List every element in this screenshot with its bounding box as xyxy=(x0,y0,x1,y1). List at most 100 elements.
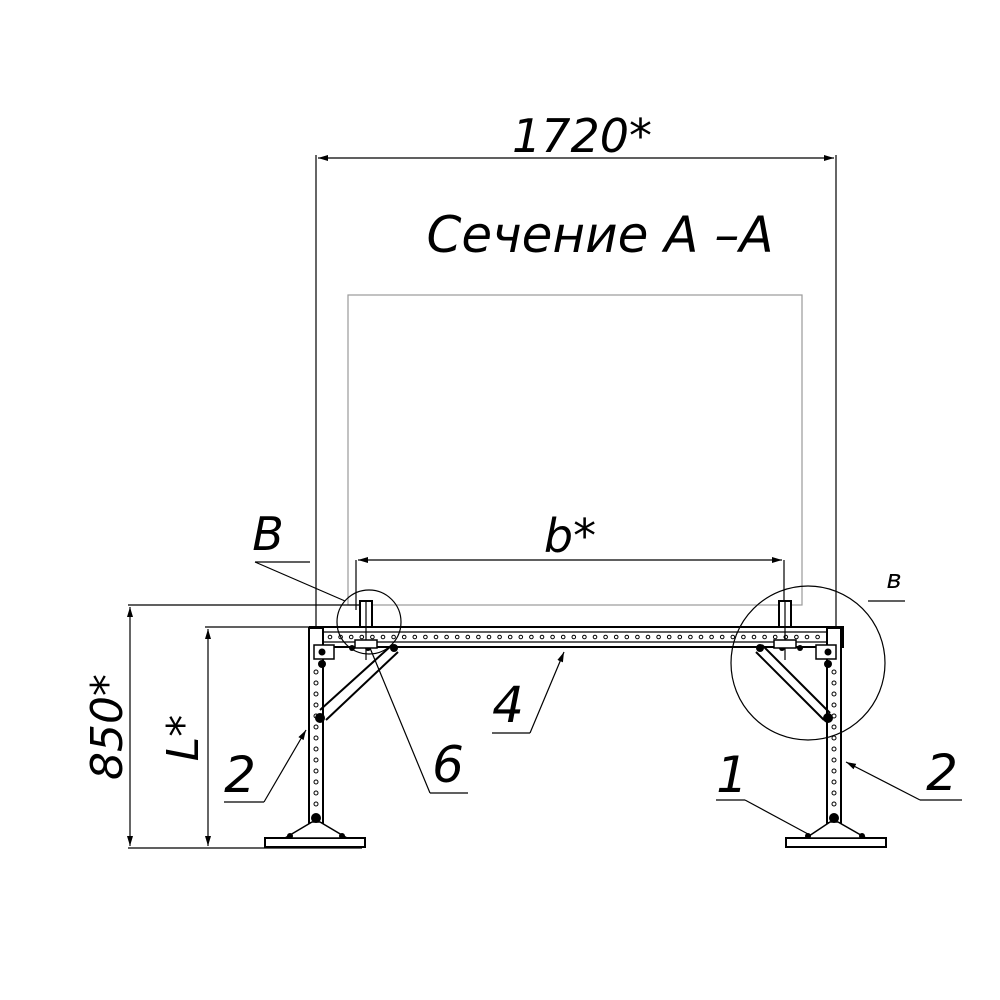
beam-hole xyxy=(486,634,492,640)
detail-label-right: в xyxy=(886,565,901,595)
post-hole xyxy=(313,691,319,697)
beam-hole xyxy=(327,634,333,640)
beam-hole xyxy=(645,634,651,640)
post-hole xyxy=(831,801,837,807)
post-hole xyxy=(831,702,837,708)
beam-hole xyxy=(688,634,693,640)
post-hole xyxy=(313,768,319,774)
leader-part-1: 1 xyxy=(716,746,809,835)
beam-hole xyxy=(794,634,799,640)
dimension-overall-height-label: 850* xyxy=(82,674,133,780)
post-hole xyxy=(831,691,837,697)
part-label-2-left: 2 xyxy=(224,746,256,804)
beam-hole xyxy=(370,634,375,640)
beam-hole xyxy=(709,634,714,640)
beam-hole xyxy=(497,634,502,640)
outer-envelope xyxy=(315,155,837,628)
beam-hole xyxy=(698,634,704,640)
post-hole xyxy=(313,779,319,785)
brace-right xyxy=(755,644,833,723)
beam-hole xyxy=(433,634,439,640)
post-hole xyxy=(313,680,319,686)
beam-hole xyxy=(401,634,407,640)
dimension-overall-width-label: 1720* xyxy=(512,109,652,163)
dimension-width-b: b* xyxy=(355,509,785,610)
beam-hole xyxy=(507,634,513,640)
post-hole xyxy=(831,768,837,774)
post-left xyxy=(308,627,324,824)
beam-hole xyxy=(476,634,481,640)
beam-hole xyxy=(560,634,566,640)
leader-part-2-left: 2 xyxy=(224,729,307,804)
beam-hole xyxy=(423,634,428,640)
post-hole xyxy=(313,801,319,807)
clamp-right xyxy=(773,600,797,660)
beam-hole xyxy=(550,634,555,640)
beam-hole xyxy=(539,634,545,640)
beam-hole xyxy=(624,634,630,640)
post-hole xyxy=(831,790,837,796)
beam xyxy=(309,626,844,648)
beam-hole xyxy=(635,634,640,640)
post-hole xyxy=(831,724,837,730)
post-hole xyxy=(831,746,837,752)
beam-hole xyxy=(412,634,418,640)
part-label-4: 4 xyxy=(492,676,524,734)
beam-hole xyxy=(762,634,767,640)
part-label-6: 6 xyxy=(432,736,464,794)
detail-label-left: В xyxy=(252,507,284,561)
beam-hole xyxy=(751,634,757,640)
dimension-height-l-label: L* xyxy=(158,715,209,762)
post-hole xyxy=(831,757,837,763)
beam-hole xyxy=(582,634,587,640)
corner-fittings xyxy=(313,644,837,668)
beam-hole xyxy=(741,634,746,640)
detail-circle-left: В xyxy=(252,507,402,655)
beam-hole xyxy=(719,634,725,640)
post-hole xyxy=(313,669,319,675)
beam-hole xyxy=(454,634,460,640)
brace-left xyxy=(315,644,399,723)
beam-hole xyxy=(772,634,778,640)
foot-left xyxy=(264,813,366,848)
clamp-left xyxy=(354,600,378,660)
post-hole xyxy=(831,735,837,741)
post-hole xyxy=(313,735,319,741)
post-hole xyxy=(313,702,319,708)
beam-hole xyxy=(359,634,365,640)
beam-hole xyxy=(380,634,386,640)
beam-hole xyxy=(730,634,736,640)
leader-part-6: 6 xyxy=(369,647,468,794)
beam-hole xyxy=(465,634,471,640)
section-title: Сечение А –А xyxy=(426,206,773,264)
post-hole xyxy=(831,779,837,785)
dimension-overall-height: 850* xyxy=(82,604,362,849)
part-label-1: 1 xyxy=(716,746,748,804)
beam-hole xyxy=(603,634,608,640)
beam-hole xyxy=(592,634,598,640)
dimension-height-l: L* xyxy=(158,626,316,846)
beam-hole xyxy=(656,634,661,640)
beam-hole xyxy=(348,634,354,640)
detail-circle-right: в xyxy=(730,565,905,741)
beam-hole xyxy=(804,634,810,640)
dimension-width-b-label: b* xyxy=(544,509,596,563)
frame xyxy=(264,600,887,848)
beam-hole xyxy=(666,634,672,640)
beam-hole xyxy=(518,634,524,640)
beam-hole xyxy=(677,634,683,640)
beam-hole xyxy=(529,634,534,640)
part-label-2-right: 2 xyxy=(926,744,958,802)
leader-part-4: 4 xyxy=(492,651,565,734)
post-hole xyxy=(831,669,837,675)
dimension-overall-width: 1720* xyxy=(318,109,834,163)
beam-hole xyxy=(613,634,619,640)
beam-hole xyxy=(391,634,396,640)
leader-part-2-right: 2 xyxy=(845,744,962,802)
post-hole xyxy=(831,680,837,686)
beam-hole xyxy=(444,634,449,640)
foot-right xyxy=(785,813,887,848)
post-hole xyxy=(313,790,319,796)
post-hole xyxy=(313,746,319,752)
